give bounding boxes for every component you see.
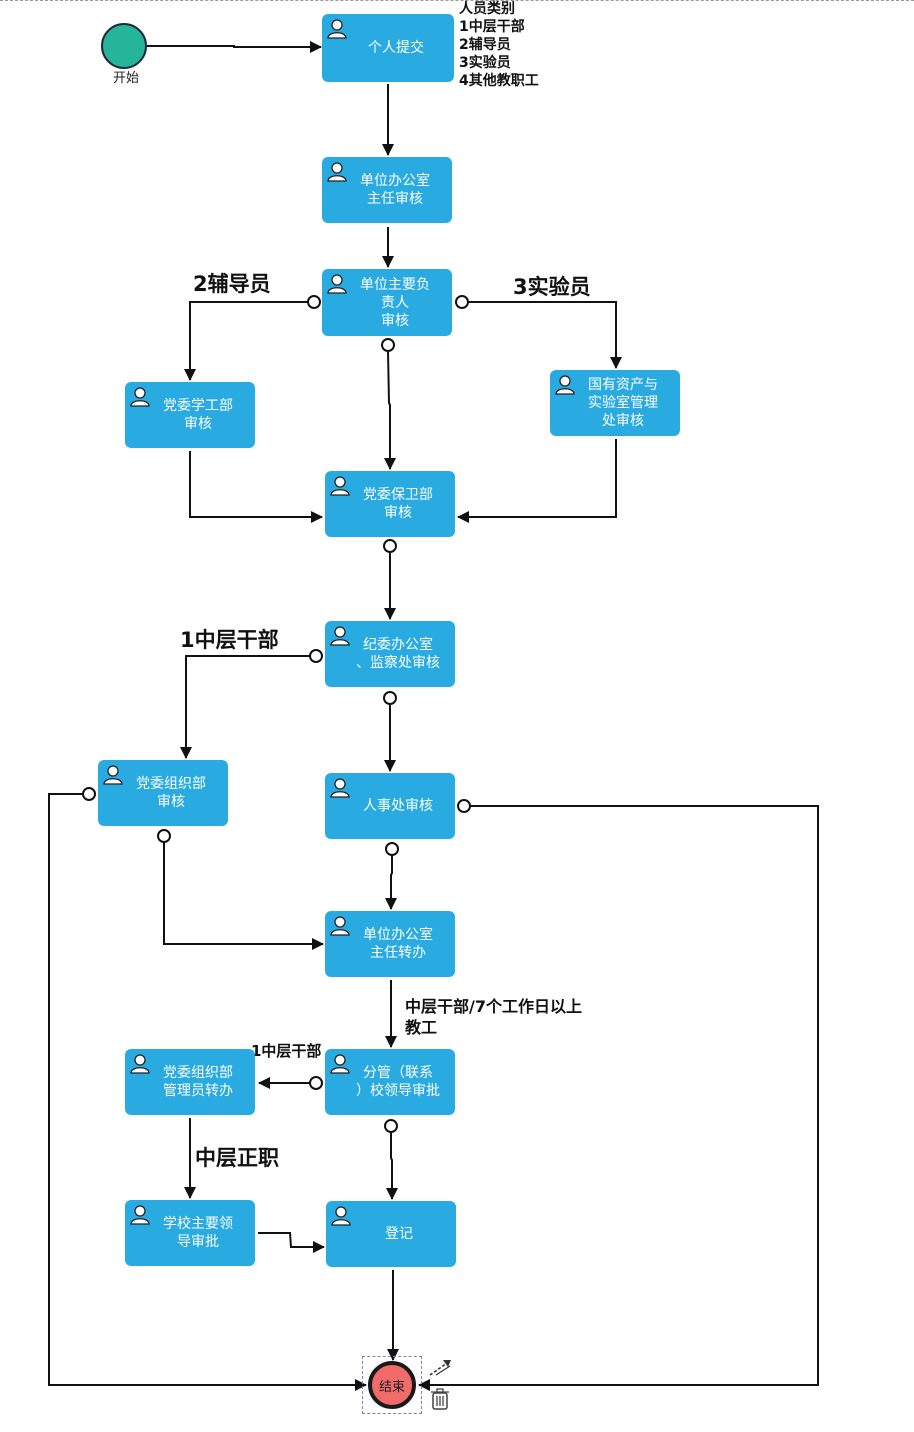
- node-label: 单位办公室 主任转办: [363, 927, 433, 961]
- port-hr-right: [457, 799, 471, 813]
- edge-start-submit: [147, 41, 322, 53]
- user-icon: [130, 1054, 150, 1074]
- node-label: 单位办公室 主任审核: [360, 173, 430, 207]
- node-label: 纪委办公室 、监察处审核: [356, 637, 440, 671]
- condition-mid-principal: 中层正职: [195, 1146, 279, 1170]
- node-personal-submit[interactable]: 个人提交: [322, 14, 454, 82]
- node-label: 单位主要负 责人 审核: [360, 276, 430, 329]
- condition-mid-or-7days: 中层干部/7个工作日以上: [405, 997, 582, 1016]
- edge-student-security: [189, 451, 323, 523]
- edge-school-register: [258, 1232, 325, 1253]
- node-security-review[interactable]: 党委保卫部 审核: [325, 471, 455, 537]
- port-leader-left: [309, 1076, 323, 1090]
- node-label: 党委保卫部 审核: [363, 487, 433, 521]
- start-label: 开始: [112, 71, 139, 86]
- node-label: 党委组织部 管理员转办: [163, 1065, 233, 1099]
- node-unit-head-review[interactable]: 单位主要负 责人 审核: [322, 269, 452, 336]
- user-icon: [330, 778, 350, 798]
- node-label: 登记: [385, 1226, 413, 1242]
- node-assets-lab-review[interactable]: 国有资产与 实验室管理 处审核: [550, 370, 680, 436]
- condition-lab-staff: 3实验员: [513, 275, 591, 299]
- port-security-bottom: [383, 539, 397, 553]
- node-discipline-review[interactable]: 纪委办公室 、监察处审核: [325, 621, 455, 687]
- top-dashed-border: [0, 0, 914, 1]
- condition-counselor: 2辅导员: [193, 272, 271, 296]
- node-unit-office-transfer[interactable]: 单位办公室 主任转办: [325, 911, 455, 977]
- port-head-bottom: [381, 338, 395, 352]
- port-head-right: [455, 295, 469, 309]
- node-label: 党委组织部 审核: [136, 776, 206, 810]
- condition-mid-cadre-small: 1中层干部: [251, 1042, 322, 1060]
- node-label: 人事处审核: [363, 798, 433, 814]
- user-icon: [130, 387, 150, 407]
- legend-title: 人员类别: [459, 1, 515, 17]
- port-org-left: [82, 787, 96, 801]
- user-icon: [103, 765, 123, 785]
- port-leader-bottom: [384, 1119, 398, 1133]
- condition-mid-or-7days-line2: 教工: [405, 1018, 438, 1037]
- node-label: 分管（联系 ）校领导审批: [356, 1065, 440, 1099]
- node-label: 国有资产与 实验室管理 处审核: [588, 377, 658, 429]
- edge-leader-register: [386, 1132, 398, 1200]
- trash-icon[interactable]: [430, 1388, 450, 1410]
- edge-assets-security: [457, 439, 617, 523]
- node-organization-review[interactable]: 党委组织部 审核: [98, 760, 228, 826]
- user-icon: [555, 375, 575, 395]
- node-school-leader-approval[interactable]: 学校主要领 导审批: [125, 1200, 255, 1266]
- user-icon: [130, 1205, 150, 1225]
- edge-org-transfer: [163, 842, 324, 950]
- edge-discipline-org: [180, 655, 316, 759]
- node-hr-review[interactable]: 人事处审核: [325, 773, 455, 839]
- port-org-bottom: [157, 829, 171, 843]
- condition-mid-cadre: 1中层干部: [180, 628, 279, 652]
- edge-head-security: [384, 350, 396, 470]
- port-head-left: [307, 295, 321, 309]
- node-leader-approval[interactable]: 分管（联系 ）校领导审批: [325, 1049, 455, 1115]
- legend-item: 3实验员: [459, 55, 511, 71]
- edge-org-end: [48, 793, 367, 1391]
- node-label: 党委学工部 审核: [163, 398, 233, 432]
- node-unit-office-review[interactable]: 单位办公室 主任审核: [322, 157, 452, 223]
- user-icon: [330, 626, 350, 646]
- node-org-staff-transfer[interactable]: 党委组织部 管理员转办: [125, 1049, 255, 1115]
- personnel-category-legend: 人员类别 1中层干部 2辅导员 3实验员 4其他教职工: [459, 0, 539, 90]
- legend-item: 1中层干部: [459, 19, 525, 35]
- port-discipline-left: [309, 649, 323, 663]
- diagonal-arrow-icon[interactable]: [428, 1356, 454, 1378]
- end-event[interactable]: 结束: [368, 1361, 416, 1409]
- port-hr-bottom: [385, 842, 399, 856]
- user-icon: [331, 1206, 351, 1226]
- user-icon: [327, 162, 347, 182]
- legend-item: 4其他教职工: [459, 73, 539, 89]
- node-student-affairs-review[interactable]: 党委学工部 审核: [125, 382, 255, 448]
- node-register[interactable]: 登记: [326, 1201, 456, 1267]
- edge-hr-transfer: [385, 855, 397, 910]
- user-icon: [327, 274, 347, 294]
- user-icon: [330, 1054, 350, 1074]
- edge-head-student: [184, 301, 314, 381]
- node-label: 个人提交: [368, 40, 424, 56]
- user-icon: [330, 476, 350, 496]
- port-discipline-bottom: [383, 691, 397, 705]
- end-selection-box: [362, 1356, 422, 1414]
- edge-hr-end: [418, 805, 819, 1391]
- node-label: 学校主要领 导审批: [163, 1216, 233, 1250]
- end-label: 结束: [378, 1379, 405, 1395]
- user-icon: [330, 916, 350, 936]
- edge-head-assets: [462, 301, 622, 369]
- start-event[interactable]: [101, 23, 147, 69]
- user-icon: [327, 19, 347, 39]
- legend-item: 2辅导员: [459, 37, 511, 53]
